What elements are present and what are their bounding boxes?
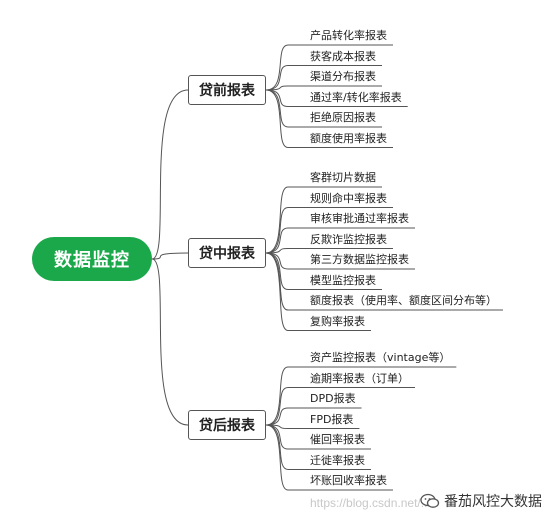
- leaf-node: 渠道分布报表: [310, 70, 376, 83]
- branch-leaf-connector: [265, 186, 304, 254]
- leaf-node: 规则命中率报表: [310, 191, 387, 205]
- root-node: 数据监控: [32, 237, 152, 281]
- branch-leaf-connector: [265, 227, 304, 254]
- branch-leaf-connector: [265, 407, 304, 426]
- leaf-node: 客群切片数据: [310, 171, 376, 184]
- leaf-node: DPD报表: [310, 392, 356, 405]
- leaf-node: 第三方数据监控报表: [310, 253, 409, 266]
- leaf-node: 审核审批通过率报表: [310, 212, 409, 225]
- leaf-node: 逾期率报表（订单）: [310, 371, 409, 385]
- branch-leaf-connector: [265, 424, 304, 429]
- branch-node: 贷中报表: [188, 238, 266, 268]
- leaf-node: 坏账回收率报表: [310, 474, 387, 487]
- branch-leaf-connector: [265, 207, 304, 254]
- branch-leaf-connector: [265, 85, 304, 91]
- branch-leaf-connector: [265, 424, 304, 491]
- wechat-icon: [420, 493, 440, 508]
- branch-leaf-connector: [265, 89, 304, 148]
- leaf-node: 通过率/转化率报表: [310, 90, 402, 104]
- leaf-node: 模型监控报表: [310, 273, 376, 287]
- branch-leaf-connector: [265, 387, 304, 426]
- branch-leaf-connector: [265, 89, 304, 128]
- branch-leaf-connector: [265, 65, 304, 91]
- brand-logo: 番茄风控大数据: [420, 491, 542, 511]
- root-branch-connector: [151, 258, 189, 426]
- branch-node: 贷后报表: [188, 410, 266, 440]
- branch-leaf-connector: [265, 252, 304, 331]
- branch-leaf-connector: [265, 44, 304, 91]
- leaf-node: 额度使用率报表: [310, 131, 387, 145]
- watermark-text: https://blog.csdn.net/...: [310, 496, 431, 510]
- leaf-node: 资产监控报表（vintage等）: [310, 351, 451, 364]
- leaf-node: 额度报表（使用率、额度区间分布等）: [310, 294, 497, 307]
- branch-leaf-connector: [265, 424, 304, 470]
- leaf-node: 复购率报表: [310, 314, 365, 328]
- root-branch-connector: [151, 252, 189, 260]
- leaf-node: 产品转化率报表: [310, 29, 387, 42]
- brand-name: 番茄风控大数据: [444, 494, 542, 510]
- branch-node: 贷前报表: [188, 75, 266, 105]
- branch-leaf-connector: [265, 89, 304, 107]
- leaf-node: 拒绝原因报表: [310, 111, 376, 124]
- leaf-node: 迁徙率报表: [310, 453, 365, 467]
- branch-leaf-connector: [265, 248, 304, 254]
- leaf-node: FPD报表: [310, 412, 354, 426]
- branch-leaf-connector: [265, 252, 304, 311]
- leaf-node: 获客成本报表: [310, 49, 376, 63]
- branch-leaf-connector: [265, 366, 304, 426]
- leaf-node: 催回率报表: [310, 433, 365, 446]
- branch-leaf-connector: [265, 252, 304, 290]
- root-branch-connector: [151, 89, 189, 260]
- leaf-node: 反欺诈监控报表: [310, 232, 387, 246]
